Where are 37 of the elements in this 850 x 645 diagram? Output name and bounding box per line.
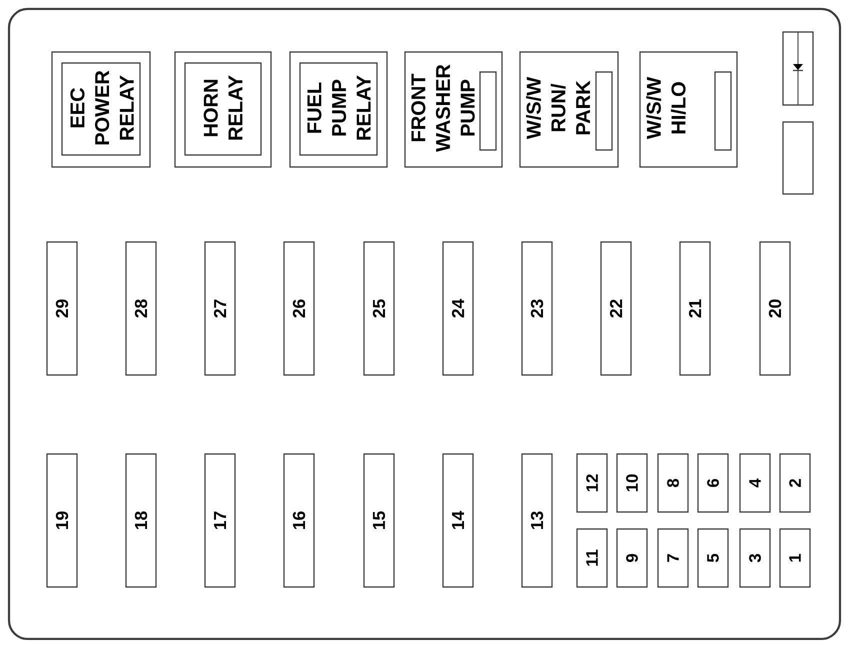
fuse: 2	[779, 453, 811, 513]
fuse: 8	[657, 453, 689, 513]
diode-drawing	[782, 31, 814, 106]
relay: HORN RELAY	[174, 51, 272, 168]
relay: FUEL PUMP RELAY	[289, 51, 388, 168]
fuse: 14	[442, 453, 474, 588]
fuse: 17	[204, 453, 236, 588]
fuse: 4	[739, 453, 771, 513]
fuse: 25	[363, 241, 395, 376]
fuse: 1	[779, 528, 811, 588]
fuse: 16	[283, 453, 315, 588]
empty-slot	[782, 121, 814, 195]
fuse: 11	[576, 528, 608, 588]
fuse: 18	[125, 453, 157, 588]
fuse: 28	[125, 241, 157, 376]
relay: W/S/W HI/LO	[639, 51, 738, 168]
fuse: 21	[679, 241, 711, 376]
fuse: 3	[739, 528, 771, 588]
fuse: 6	[697, 453, 729, 513]
relay: FRONT WASHER PUMP	[404, 51, 503, 168]
fuse: 5	[697, 528, 729, 588]
fuse: 22	[600, 241, 632, 376]
fuse: 29	[46, 241, 78, 376]
fuse: 7	[657, 528, 689, 588]
fuse: 20	[759, 241, 791, 376]
fuse: 15	[363, 453, 395, 588]
fuse: 13	[521, 453, 553, 588]
fuse: 12	[576, 453, 608, 513]
fuse: 9	[616, 528, 648, 588]
fuse: 23	[521, 241, 553, 376]
fuse: 19	[46, 453, 78, 588]
relay: EEC POWER RELAY	[51, 51, 151, 168]
relay: W/S/W RUN/ PARK	[519, 51, 619, 168]
fuse: 24	[442, 241, 474, 376]
fuse: 10	[616, 453, 648, 513]
fuse: 27	[204, 241, 236, 376]
fuse: 26	[283, 241, 315, 376]
